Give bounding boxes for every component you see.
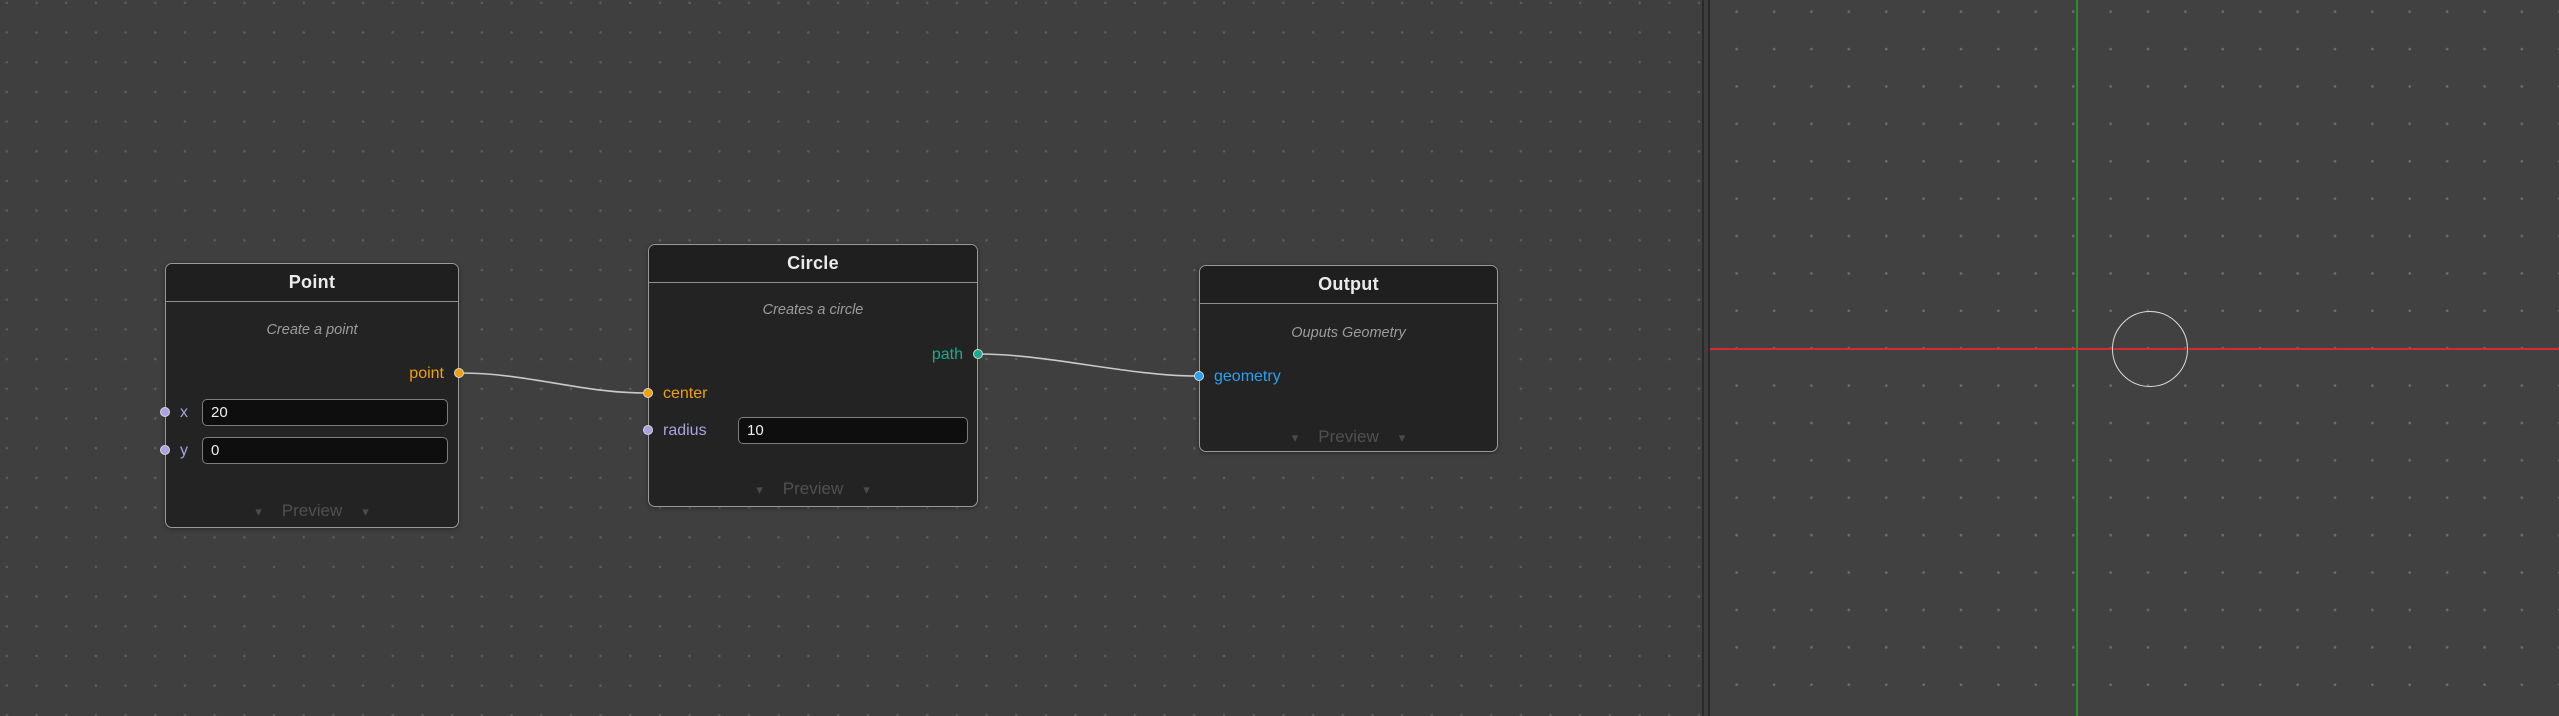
chevron-down-icon[interactable]: ▾ <box>756 481 763 497</box>
chevron-down-icon[interactable]: ▾ <box>863 481 870 497</box>
input-label-x: x <box>180 404 188 421</box>
wire-layer <box>460 353 1198 394</box>
node-subtitle: Create a point <box>266 322 358 338</box>
input-port-y[interactable] <box>160 445 170 455</box>
node-subtitle: Creates a circle <box>762 302 864 318</box>
chevron-down-icon[interactable]: ▾ <box>255 503 262 519</box>
preview-label: Preview <box>281 501 343 520</box>
node-circle-header[interactable]: Circle <box>649 245 977 283</box>
input-label-y: y <box>180 442 188 459</box>
geometry-viewport[interactable] <box>1710 0 2559 716</box>
node-editor-canvas[interactable]: Point Create a point point x y ▾ Preview… <box>0 0 1702 716</box>
chevron-down-icon[interactable]: ▾ <box>1291 429 1299 445</box>
output-label-point: point <box>409 365 444 382</box>
input-label-center: center <box>663 385 708 402</box>
node-point[interactable]: Point Create a point point x y ▾ Preview… <box>160 263 464 528</box>
input-port-geometry[interactable] <box>1194 371 1204 381</box>
node-title: Point <box>288 272 336 292</box>
preview-toggle[interactable]: ▾ Preview ▾ <box>166 497 458 525</box>
preview-label: Preview <box>1318 427 1379 446</box>
node-output[interactable]: Output Ouputs Geometry geometry ▾ Previe… <box>1194 265 1498 452</box>
chevron-down-icon[interactable]: ▾ <box>362 503 369 519</box>
chevron-down-icon[interactable]: ▾ <box>1398 429 1406 445</box>
node-subtitle: Ouputs Geometry <box>1291 325 1406 341</box>
preview-label: Preview <box>782 479 844 498</box>
output-port-point[interactable] <box>454 368 464 378</box>
output-label-path: path <box>931 346 963 363</box>
y-value-field[interactable] <box>202 437 448 464</box>
preview-toggle[interactable]: ▾ Preview ▾ <box>649 475 977 503</box>
input-label-radius: radius <box>663 422 707 439</box>
node-output-header[interactable]: Output <box>1200 266 1497 304</box>
input-port-center[interactable] <box>643 388 653 398</box>
input-label-geometry: geometry <box>1214 368 1281 385</box>
wire-point-to-center[interactable] <box>460 372 647 394</box>
input-port-x[interactable] <box>160 407 170 417</box>
preview-toggle[interactable]: ▾ Preview ▾ <box>1200 423 1497 451</box>
input-port-radius[interactable] <box>643 425 653 435</box>
output-port-path[interactable] <box>973 349 983 359</box>
node-title: Circle <box>787 253 839 273</box>
wire-path-to-geometry[interactable] <box>978 353 1198 377</box>
x-value-field[interactable] <box>202 399 448 426</box>
panel-splitter[interactable] <box>1702 0 1710 716</box>
y-axis-line <box>2076 0 2078 716</box>
radius-value-field[interactable] <box>738 417 968 444</box>
preview-circle <box>2112 311 2188 387</box>
node-title: Output <box>1318 274 1379 294</box>
node-circle[interactable]: Circle Creates a circle path center radi… <box>643 244 983 507</box>
node-point-header[interactable]: Point <box>166 264 458 302</box>
